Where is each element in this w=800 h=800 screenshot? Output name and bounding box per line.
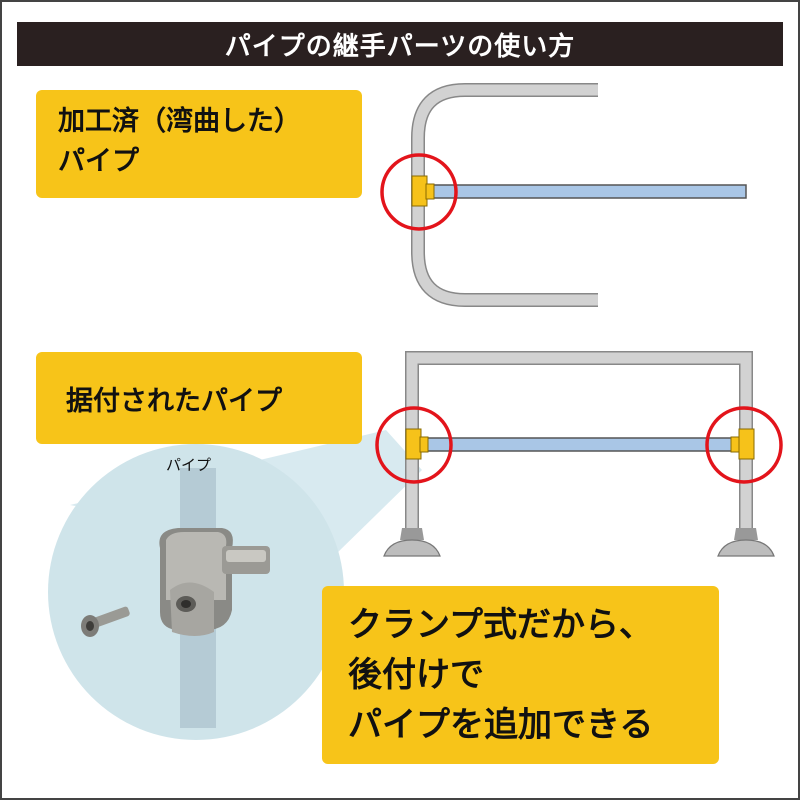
callout-box: クランプ式だから、 後付けで パイプを追加できる — [322, 586, 719, 764]
highlight-circle-right — [705, 406, 783, 484]
highlight-circle-left — [375, 406, 453, 484]
callout-line3: パイプを追加できる — [348, 705, 654, 745]
installed-pipe-diagram — [375, 351, 783, 557]
bent-pipe-diagram — [380, 83, 747, 307]
page-title: パイプの継手パーツの使い方 — [224, 31, 576, 62]
label-installed-pipe: 据付されたパイプ — [36, 352, 362, 444]
label-bent-pipe-line2: パイプ — [58, 146, 139, 177]
callout-line1: クランプ式だから、 — [348, 605, 653, 645]
label-bent-pipe-line1: 加工済（湾曲した） — [58, 106, 301, 137]
detail-pipe-label: パイプ — [166, 456, 212, 474]
bolt — [81, 606, 130, 637]
callout-line2: 後付けで — [348, 655, 484, 695]
label-bent-pipe: 加工済（湾曲した） パイプ — [36, 90, 362, 198]
clamp-fitting — [159, 528, 270, 636]
highlight-circle-top — [380, 153, 458, 231]
title-bar: パイプの継手パーツの使い方 — [17, 22, 783, 66]
label-installed-pipe-text: 据付されたパイプ — [66, 385, 282, 417]
